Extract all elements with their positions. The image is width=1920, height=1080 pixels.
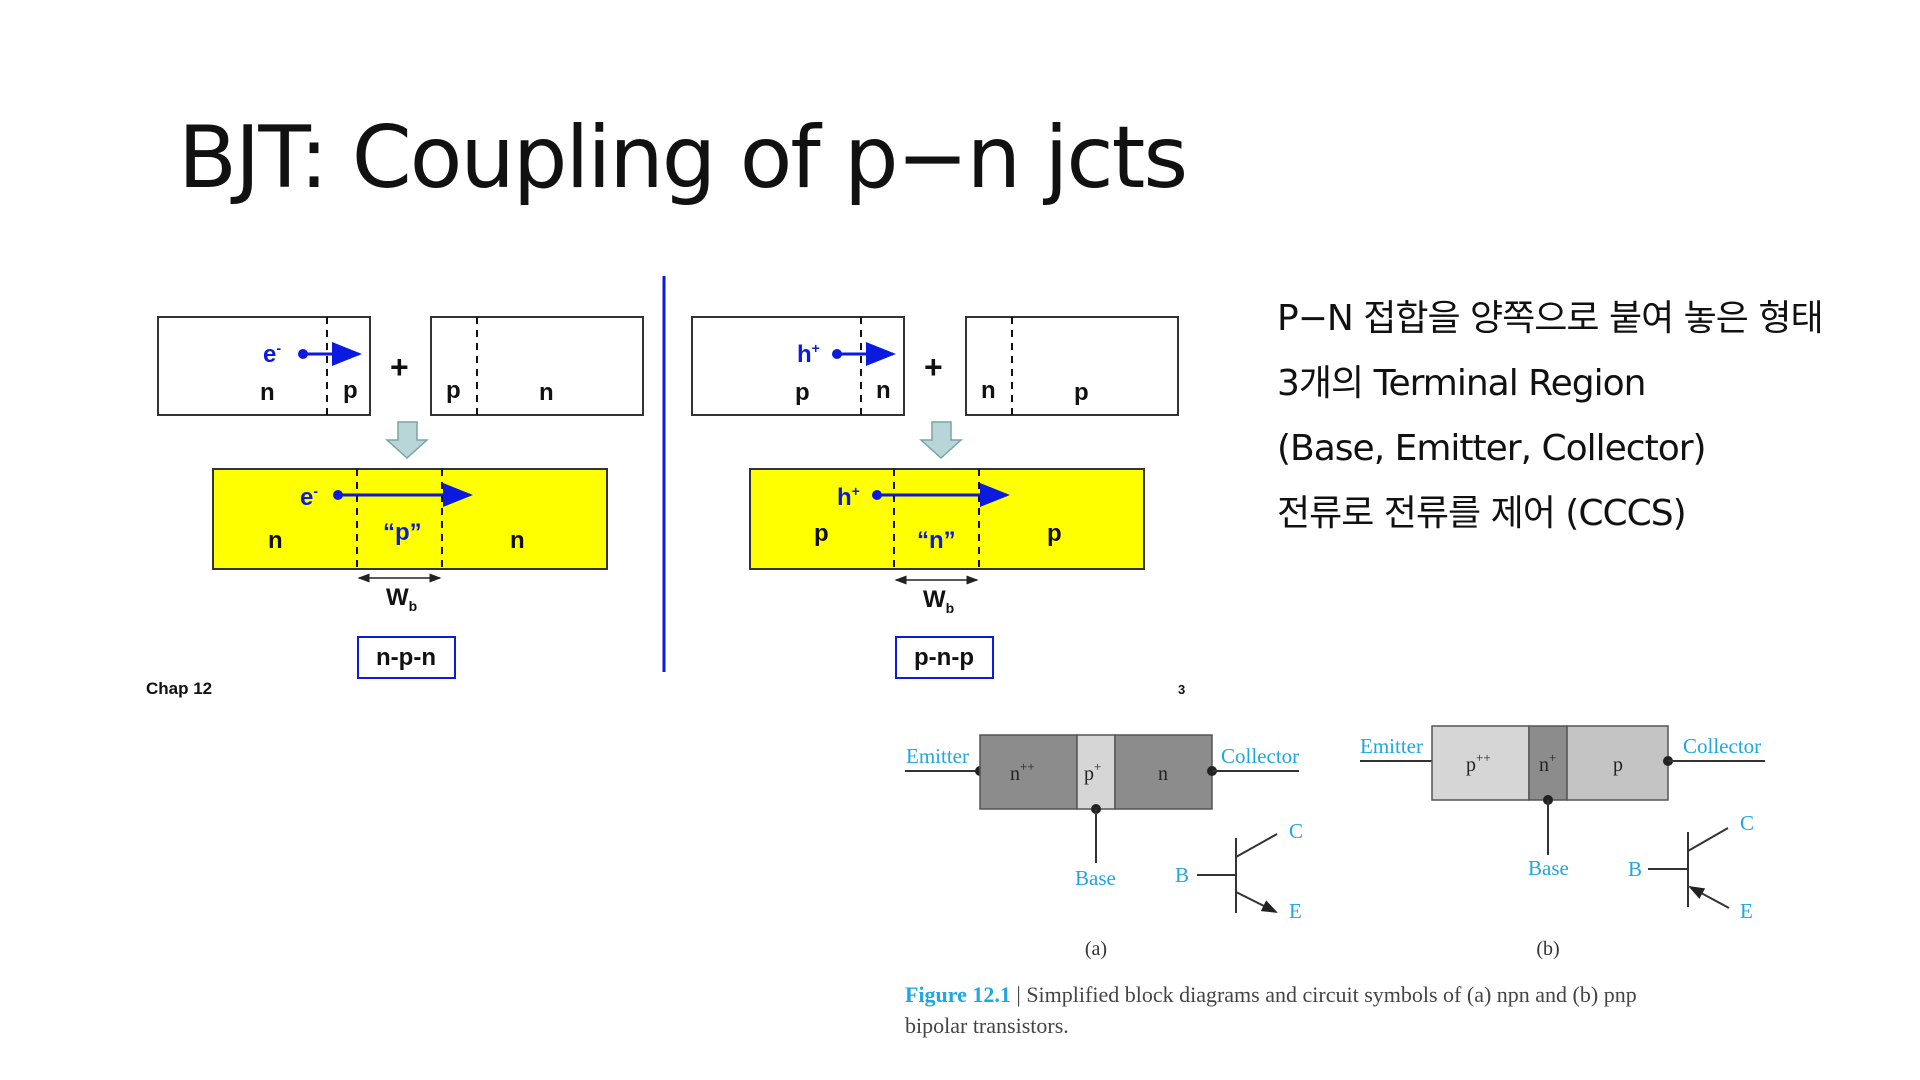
fig-b-base-label: Base xyxy=(1528,856,1569,880)
pnp-plus-sign: + xyxy=(924,349,943,385)
fig-a-symbol-c: C xyxy=(1289,819,1303,843)
fig-a-collector-region xyxy=(1114,734,1213,810)
fig-b-symbol-e: E xyxy=(1740,899,1753,923)
npn-right-region-p: p xyxy=(446,377,461,404)
npn-type-box xyxy=(357,636,456,679)
npn-merged-middle: “p” xyxy=(383,519,422,546)
npn-diagram: e- n p + p n e- n “p” n Wb n-p-n Chap 12 xyxy=(146,316,644,698)
figure-b-pnp: Emitter p++ n+ p Collector Base C B E (b… xyxy=(1360,725,1765,960)
fig-b-collector-region xyxy=(1566,725,1669,801)
npn-type-label: n-p-n xyxy=(376,644,436,671)
pnp-right-region-n: n xyxy=(981,377,996,404)
fig-a-base-region xyxy=(1076,734,1116,810)
npn-plus-sign: + xyxy=(390,349,409,385)
pnp-type-box xyxy=(895,636,994,679)
npn-left-region-p: p xyxy=(343,377,358,404)
npn-carrier-label: e- xyxy=(263,340,281,368)
figure-a-npn: Emitter n++ p+ n Collector Base C B E (a… xyxy=(905,734,1303,960)
fig-a-symbol-b: B xyxy=(1175,863,1189,887)
npn-right-region-n: n xyxy=(539,379,554,406)
pnp-left-region-p: p xyxy=(795,379,810,406)
fig-b-region-1: p++ xyxy=(1466,750,1491,776)
fig-a-emitter-label: Emitter xyxy=(906,744,969,768)
fig-b-collector-label: Collector xyxy=(1683,734,1761,758)
pnp-left-block xyxy=(691,316,905,416)
figure-caption-line2: bipolar transistors. xyxy=(905,1013,1069,1038)
pnp-merged-left: p xyxy=(814,520,829,547)
pnp-down-arrow-icon xyxy=(919,421,963,460)
fig-b-symbol-b: B xyxy=(1628,857,1642,881)
pnp-carrier-label: h+ xyxy=(797,340,820,368)
fig-a-region-3: n xyxy=(1158,763,1168,785)
fig-a-npn-symbol-icon xyxy=(1197,833,1278,913)
bullet-list: P−N 접합을 양쪽으로 붙여 놓은 형태 3개의 Terminal Regio… xyxy=(1277,297,1824,557)
fig-a-collector-label: Collector xyxy=(1221,744,1299,768)
npn-merged-left: n xyxy=(268,527,283,554)
bullet-3: (Base, Emitter, Collector) xyxy=(1277,428,1707,469)
figure-caption: Figure 12.1 | Simplified block diagrams … xyxy=(905,982,1637,1007)
fig-a-region-1: n++ xyxy=(1010,759,1035,785)
npn-left-region-n: n xyxy=(260,379,275,406)
pnp-merged-right: p xyxy=(1047,520,1062,547)
slide-title: BJT: Coupling of p−n jcts xyxy=(178,108,1188,208)
bullet-2: 3개의 Terminal Region xyxy=(1277,363,1646,404)
npn-down-arrow-icon xyxy=(385,421,429,460)
figure-caption-text: | Simplified block diagrams and circuit … xyxy=(1011,982,1637,1007)
fig-a-region-2: p+ xyxy=(1084,759,1101,785)
npn-base-width-label: Wb xyxy=(386,584,417,614)
fig-b-region-3: p xyxy=(1613,754,1623,776)
pnp-footer-fragment: 3 xyxy=(1178,682,1185,697)
npn-merged-block xyxy=(212,468,608,570)
pnp-type-label: p-n-p xyxy=(914,644,974,671)
npn-merged-carrier: e- xyxy=(300,483,318,511)
fig-a-base-label: Base xyxy=(1075,866,1116,890)
npn-right-block xyxy=(430,316,644,416)
fig-a-tag: (a) xyxy=(1085,938,1107,960)
fig-a-emitter-region xyxy=(979,734,1078,810)
npn-left-block xyxy=(157,316,371,416)
pnp-merged-middle: “n” xyxy=(917,527,956,554)
pnp-right-region-p: p xyxy=(1074,379,1089,406)
pnp-diagram: h+ p n + n p h+ p “n” p Wb p-n-p 3 xyxy=(691,316,1185,697)
bullet-1: P−N 접합을 양쪽으로 붙여 놓은 형태 xyxy=(1277,298,1824,339)
bullet-4: 전류로 전류를 제어 (CCCS) xyxy=(1277,493,1687,534)
fig-b-symbol-c: C xyxy=(1740,811,1754,835)
pnp-right-block xyxy=(965,316,1179,416)
fig-b-tag: (b) xyxy=(1536,938,1559,960)
fig-a-symbol-e: E xyxy=(1289,899,1302,923)
npn-merged-right: n xyxy=(510,527,525,554)
fig-b-emitter-label: Emitter xyxy=(1360,734,1423,758)
pnp-merged-block xyxy=(749,468,1145,570)
figure-caption-label: Figure 12.1 xyxy=(905,982,1011,1007)
pnp-base-width-label: Wb xyxy=(923,586,954,616)
npn-chapter-footer: Chap 12 xyxy=(146,679,212,698)
fig-b-emitter-region xyxy=(1431,725,1530,801)
pnp-merged-carrier: h+ xyxy=(837,483,860,511)
fig-b-pnp-symbol-icon xyxy=(1648,827,1730,909)
pnp-left-region-n: n xyxy=(876,377,891,404)
fig-b-region-2: n+ xyxy=(1539,750,1556,776)
